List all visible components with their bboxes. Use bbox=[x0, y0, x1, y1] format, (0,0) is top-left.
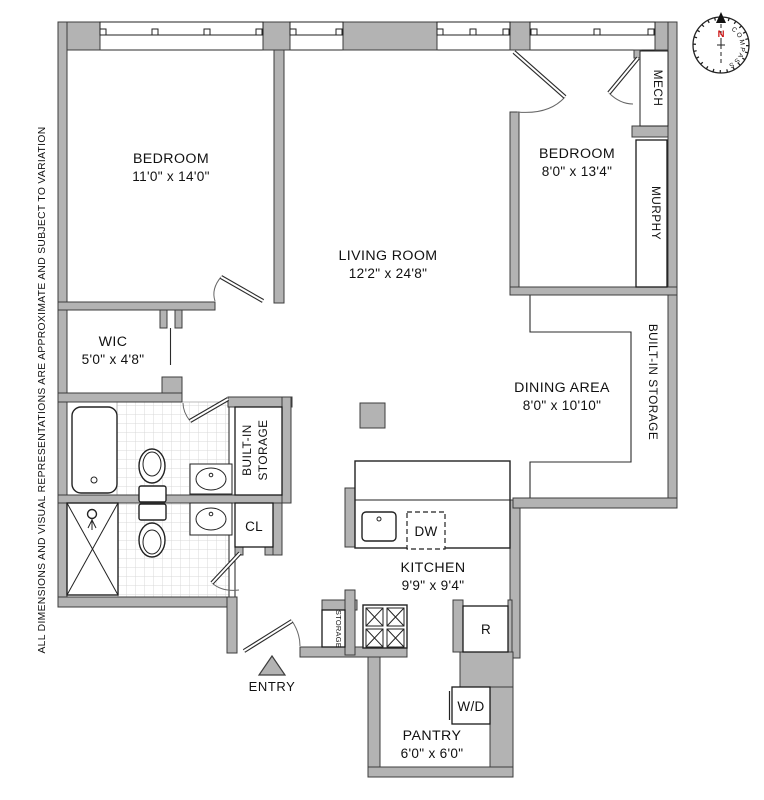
pantry-dims: 6'0" x 6'0" bbox=[401, 746, 464, 761]
toilet-icon bbox=[138, 503, 167, 558]
bedroom-left-dims: 11'0" x 14'0" bbox=[132, 169, 209, 184]
built-in-storage-left-box bbox=[234, 406, 283, 496]
dishwasher-label: DW bbox=[414, 524, 437, 539]
entry-arrow-icon bbox=[257, 654, 287, 676]
bathtub-icon bbox=[71, 406, 118, 494]
kitchen-dims: 9'9" x 9'4" bbox=[402, 578, 465, 593]
living-room-label: LIVING ROOM bbox=[339, 248, 438, 264]
murphy-label: MURPHY bbox=[649, 186, 663, 240]
bedroom-left-label: BEDROOM bbox=[133, 151, 209, 167]
wic-dims: 5'0" x 4'8" bbox=[82, 352, 145, 367]
column bbox=[359, 402, 386, 429]
washer-dryer-box bbox=[448, 686, 491, 725]
disclaimer-text: ALL DIMENSIONS AND VISUAL REPRESENTATION… bbox=[37, 126, 48, 653]
bedroom-right-dims: 8'0" x 13'4" bbox=[542, 164, 613, 179]
compass-icon: N COMPASS bbox=[692, 12, 750, 74]
washer-dryer-label: W/D bbox=[457, 699, 484, 714]
toilet-icon bbox=[138, 448, 167, 503]
shower-icon bbox=[66, 502, 119, 596]
mech-label: MECH bbox=[651, 70, 665, 107]
living-room-dims: 12'2" x 24'8" bbox=[349, 266, 427, 281]
bathroom-fixtures bbox=[66, 406, 233, 596]
stove-icon bbox=[362, 604, 408, 649]
refrigerator-box bbox=[462, 605, 509, 653]
dining-area-dims: 8'0" x 10'10" bbox=[523, 398, 601, 413]
feature-labels: MECH MURPHY BUILT-IN STORAGE BUILT-IN ST… bbox=[240, 70, 665, 714]
storage-box bbox=[321, 609, 346, 648]
sink-icon bbox=[189, 502, 233, 536]
murphy-bed-box bbox=[635, 139, 668, 288]
built-in-storage-right-label: BUILT-IN STORAGE bbox=[646, 324, 660, 440]
window-mullions bbox=[99, 28, 655, 36]
kitchen-label: KITCHEN bbox=[400, 560, 465, 576]
doors bbox=[182, 50, 640, 653]
dining-area-label: DINING AREA bbox=[514, 380, 610, 396]
refrigerator-label: R bbox=[481, 622, 491, 637]
kitchen-sink-icon bbox=[361, 511, 397, 542]
windows bbox=[99, 21, 656, 36]
compass-north-label: N bbox=[718, 29, 725, 40]
storage-label: STORAGE bbox=[334, 610, 343, 648]
entry-marker: ENTRY bbox=[249, 654, 296, 694]
room-labels: BEDROOM 11'0" x 14'0" BEDROOM 8'0" x 13'… bbox=[82, 146, 615, 761]
entry-label: ENTRY bbox=[249, 679, 296, 694]
closet-box bbox=[234, 502, 274, 548]
kitchen-fixtures bbox=[354, 460, 511, 653]
bedroom-right-label: BEDROOM bbox=[539, 146, 615, 162]
wic-label: WIC bbox=[99, 334, 128, 350]
dishwasher-icon bbox=[406, 511, 446, 550]
built-in-storage-left-label-line1: BUILT-IN bbox=[240, 424, 254, 476]
built-in-storage-left-label-line2: STORAGE bbox=[256, 420, 270, 481]
mech-box bbox=[639, 50, 669, 127]
walls bbox=[57, 21, 678, 778]
closet-label: CL bbox=[245, 519, 263, 534]
closet-boxes bbox=[234, 50, 669, 725]
sink-icon bbox=[189, 463, 233, 495]
pantry-label: PANTRY bbox=[403, 728, 462, 744]
